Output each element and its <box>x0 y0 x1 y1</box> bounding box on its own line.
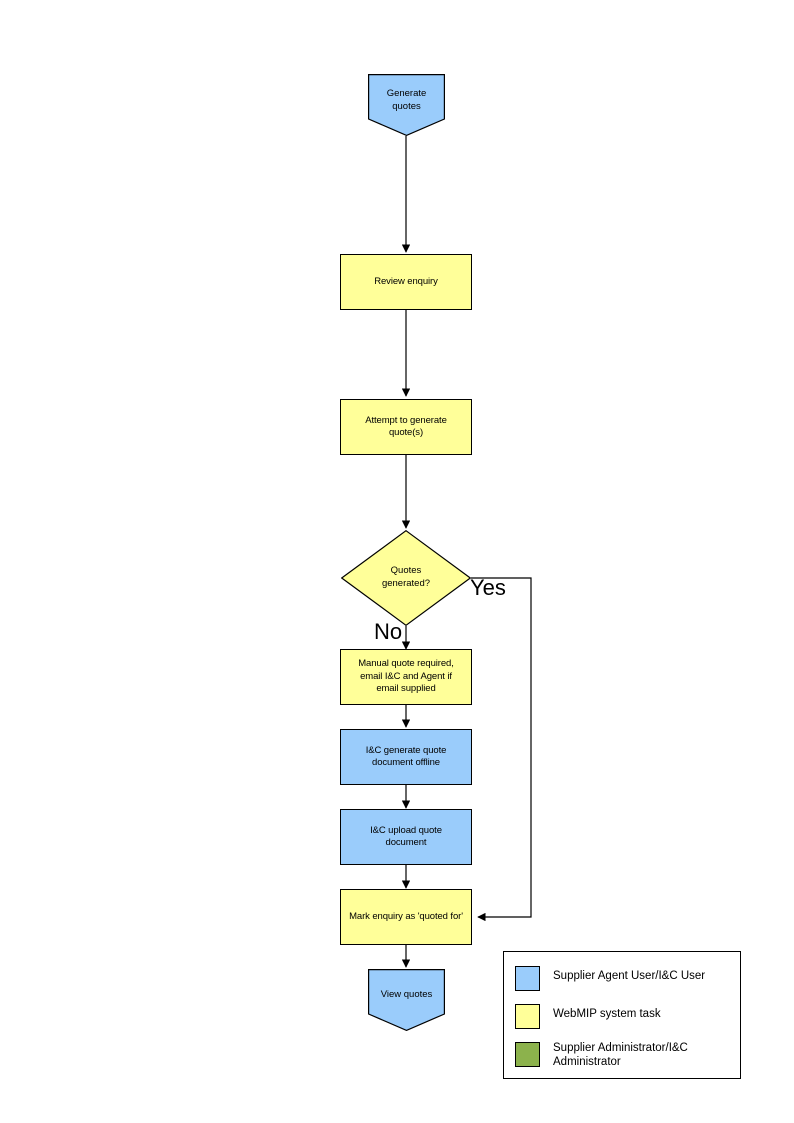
node-label: Review enquiry <box>374 275 438 287</box>
legend-item-admin-task: Supplier Administrator/I&C Administrator <box>515 1042 688 1069</box>
legend-label: Supplier Administrator/I&C Administrator <box>553 1042 688 1068</box>
pentagon-shape <box>368 969 445 1031</box>
diamond-shape <box>341 530 471 626</box>
legend-label: Supplier Agent User/I&C User <box>553 970 706 982</box>
node-label: View quotes <box>380 989 433 1000</box>
node-quotes-generated-decision[interactable]: Quotes generated? <box>341 530 471 626</box>
node-label: I&C upload quote document <box>370 824 442 849</box>
node-label: Generate quotes <box>386 88 427 112</box>
legend-item-user-task: Supplier Agent User/I&C User <box>515 966 705 991</box>
node-label: Quotes generated? <box>381 565 431 589</box>
legend-swatch-yellow <box>515 1004 540 1029</box>
pentagon-shape <box>368 74 445 136</box>
legend-label: WebMIP system task <box>553 1008 661 1020</box>
node-manual-quote-required[interactable]: Manual quote required, email I&C and Age… <box>340 649 472 705</box>
edge-decision-yes-to-mark <box>471 577 532 922</box>
node-label: Manual quote required, email I&C and Age… <box>358 658 454 695</box>
node-ic-generate-quote-offline[interactable]: I&C generate quote document offline <box>340 729 472 785</box>
node-review-enquiry[interactable]: Review enquiry <box>340 254 472 310</box>
node-ic-upload-quote-document[interactable]: I&C upload quote document <box>340 809 472 865</box>
edge-label-no: No <box>374 619 403 644</box>
node-label: Attempt to generate quote(s) <box>365 414 447 439</box>
legend-swatch-green <box>515 1042 540 1067</box>
edge-label-yes: Yes <box>470 575 506 600</box>
legend-item-system-task: WebMIP system task <box>515 1004 661 1029</box>
legend-box: Supplier Agent User/I&C User WebMIP syst… <box>503 951 741 1079</box>
node-label: Mark enquiry as 'quoted for' <box>349 910 463 922</box>
node-view-quotes[interactable]: View quotes <box>368 969 445 1031</box>
node-mark-enquiry-quoted-for[interactable]: Mark enquiry as 'quoted for' <box>340 889 472 945</box>
node-attempt-generate-quotes[interactable]: Attempt to generate quote(s) <box>340 399 472 455</box>
legend-swatch-blue <box>515 966 540 991</box>
node-label: I&C generate quote document offline <box>365 744 447 769</box>
node-generate-quotes[interactable]: Generate quotes <box>368 74 445 136</box>
